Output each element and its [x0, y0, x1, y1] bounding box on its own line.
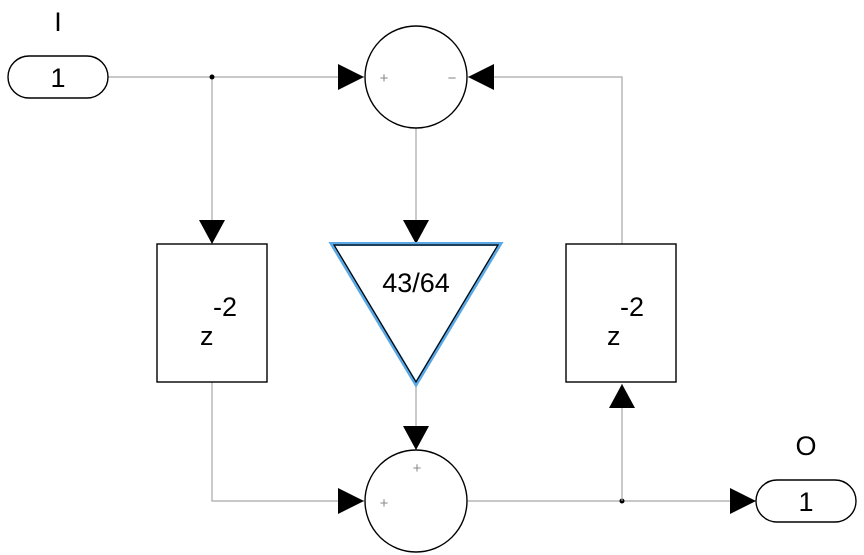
- delay-block-left[interactable]: z -2: [156, 243, 268, 383]
- outport-name: O: [795, 431, 816, 461]
- sum-block-bottom[interactable]: + +: [364, 449, 468, 553]
- delay-right-base: z: [607, 321, 621, 351]
- svg-text:-2: -2: [620, 292, 644, 322]
- svg-text:z: z: [607, 321, 621, 351]
- gain-block[interactable]: 43/64: [328, 242, 504, 388]
- inport-block[interactable]: 1: [7, 55, 109, 99]
- wire-right-delay-to-top-sum: [468, 76, 623, 244]
- arrowhead-gain: [403, 220, 429, 244]
- sum-top-sign-right: −: [448, 70, 457, 87]
- branch-point-input: [209, 74, 215, 80]
- delay-block-right[interactable]: z -2: [565, 243, 677, 383]
- wire-left-delay-to-bottom-sum: [211, 382, 364, 502]
- arrowhead-top-sum-minus: [468, 64, 494, 90]
- arrowhead-bottom-sum-left: [338, 488, 364, 514]
- outport-number: 1: [798, 487, 813, 517]
- gain-value: 43/64: [382, 268, 450, 298]
- arrowhead-top-sum-plus: [338, 64, 364, 90]
- arrowhead-left-delay: [199, 220, 225, 244]
- arrowhead-outport: [730, 488, 756, 514]
- sum-bottom-sign-left: +: [380, 495, 389, 512]
- arrowhead-bottom-sum-top: [403, 426, 429, 450]
- arrowhead-right-delay: [609, 384, 635, 408]
- svg-text:-2: -2: [213, 292, 237, 322]
- delay-left-exponent: -2: [213, 292, 237, 322]
- delay-left-base: z: [200, 321, 214, 351]
- inport-number: 1: [50, 63, 65, 93]
- sum-bottom-sign-top: +: [413, 460, 422, 477]
- sum-top-sign-left: +: [380, 70, 389, 87]
- inport-name: I: [54, 7, 62, 37]
- sum-block-top[interactable]: + −: [364, 25, 468, 129]
- svg-text:z: z: [200, 321, 214, 351]
- delay-right-exponent: -2: [620, 292, 644, 322]
- outport-block[interactable]: 1: [755, 479, 857, 523]
